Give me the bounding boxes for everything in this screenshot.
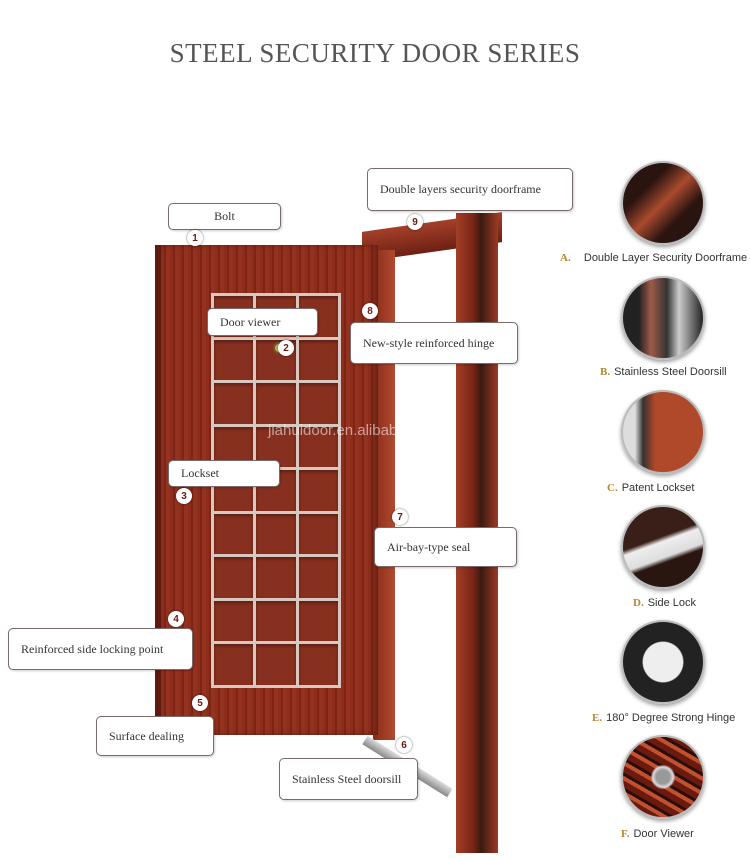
- lockset-detail-image: [621, 390, 705, 474]
- callout-doorframe: Double layers security doorframe: [367, 168, 573, 211]
- side-lock-detail-image: [621, 505, 705, 589]
- marker-8: 8: [362, 303, 378, 319]
- callout-doorsill: Stainless Steel doorsill: [279, 758, 418, 800]
- feature-c: C.Patent Lockset: [607, 482, 695, 494]
- marker-3: 3: [176, 488, 192, 504]
- marker-7: 7: [392, 509, 408, 525]
- callout-hinge: New-style reinforced hinge: [350, 322, 518, 364]
- feature-f: F.Door Viewer: [621, 828, 694, 840]
- doorframe-hinge-post: [373, 250, 395, 740]
- marker-5: 5: [192, 695, 208, 711]
- feature-a: A. Double Layer Security Doorframe: [560, 252, 748, 264]
- callout-side-locking-point: Reinforced side locking point: [8, 628, 193, 670]
- callout-surface-dealing: Surface dealing: [96, 716, 214, 756]
- marker-9: 9: [407, 214, 423, 230]
- door-viewer-detail-image: [621, 735, 705, 819]
- doorsill-detail-image: [621, 276, 705, 360]
- feature-d: D.Side Lock: [633, 597, 697, 609]
- watermark: jiahuidoor.en.alibaba.com: [268, 422, 439, 439]
- marker-6: 6: [396, 737, 412, 753]
- callout-air-bay-seal: Air-bay-type seal: [374, 527, 517, 567]
- callout-door-viewer: Door viewer: [207, 308, 318, 336]
- marker-1: 1: [187, 230, 203, 246]
- page-title: STEEL SECURITY DOOR SERIES: [169, 38, 581, 68]
- doorframe-detail-image: [621, 161, 705, 245]
- callout-lockset: Lockset: [168, 460, 280, 487]
- marker-2: 2: [278, 340, 294, 356]
- feature-e: E.180° Degree Strong Hinge: [592, 712, 736, 724]
- callout-bolt: Bolt: [168, 203, 281, 230]
- marker-4: 4: [168, 611, 184, 627]
- hinge-detail-image: [621, 620, 705, 704]
- feature-b: B.Stainless Steel Doorsill: [600, 366, 727, 378]
